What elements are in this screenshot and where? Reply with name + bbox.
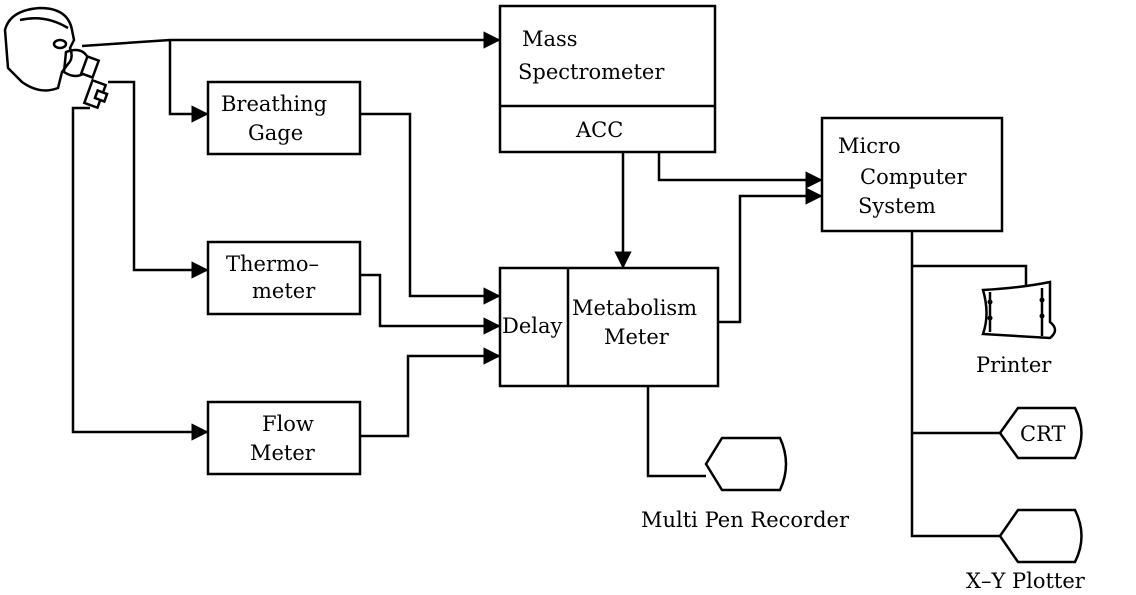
breathing-gage-label-2: Gage [248, 121, 303, 145]
metabolism-meter-label-2: Meter [604, 325, 670, 349]
micro-computer-label-2: Computer [860, 165, 967, 189]
printer-icon [983, 282, 1055, 338]
person-with-breathing-mask-icon [5, 8, 107, 108]
multi-pen-recorder-shape [706, 438, 786, 490]
flow-meter-label-2: Meter [250, 441, 316, 465]
mass-spectrometer-label-2: Spectrometer [518, 60, 665, 84]
multi-pen-recorder-label: Multi Pen Recorder [641, 508, 850, 532]
breathing-gage-label-1: Breathing [221, 92, 327, 116]
xy-plotter-label: X–Y Plotter [966, 569, 1086, 593]
crt-label: CRT [1020, 422, 1066, 446]
flow-meter-label-1: Flow [262, 412, 314, 436]
mass-spectrometer-label-1: Mass [522, 27, 578, 51]
thermometer-label-1: Thermo– [226, 252, 319, 276]
printer-label: Printer [976, 353, 1052, 377]
acc-label: ACC [575, 118, 623, 142]
metabolism-meter-label-1: Metabolism [572, 296, 697, 320]
micro-computer-label-1: Micro [838, 134, 901, 158]
xy-plotter-shape [1000, 510, 1082, 562]
delay-label: Delay [502, 314, 563, 338]
micro-computer-label-3: System [858, 194, 936, 218]
thermometer-label-2: meter [252, 279, 316, 303]
